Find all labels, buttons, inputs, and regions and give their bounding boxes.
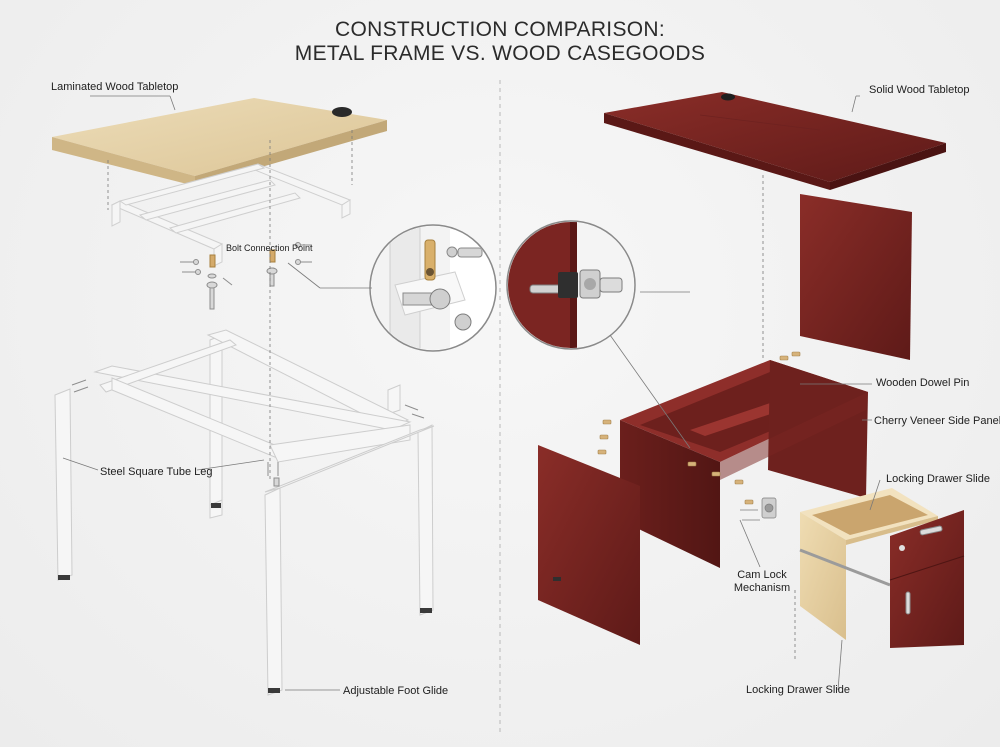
steel-leg-frame [54, 329, 435, 696]
title-line-2: METAL FRAME VS. WOOD CASEGOODS [294, 42, 706, 65]
label-side-panel: Cherry Veneer Side Panel [874, 415, 1000, 427]
laminated-tabletop-surface [52, 98, 387, 176]
label-cam-lock-line1: Cam Lock [737, 569, 787, 581]
label-steel-leg: Steel Square Tube Leg [100, 466, 213, 478]
right-leader-lines [609, 95, 881, 691]
laminated-tabletop [52, 98, 387, 186]
label-cam-lock-line2: Mechanism [733, 582, 791, 594]
cam-lock-hardware [740, 497, 777, 521]
label-bolt-connection: Bolt Connection Point [226, 243, 313, 253]
dowel-pins [597, 351, 801, 505]
top-subframe [110, 163, 352, 267]
label-drawer-slide-bottom: Locking Drawer Slide [746, 684, 850, 696]
drawer-unit [799, 488, 965, 648]
label-cam-lock: Cam Lock Mechanism [730, 569, 794, 595]
bolt-zoom-inset [369, 224, 497, 352]
solid-tabletop-surface [604, 92, 946, 182]
drawer-slide-rail [799, 548, 891, 587]
solid-wood-tabletop [604, 92, 946, 190]
label-drawer-slide-top: Locking Drawer Slide [886, 473, 990, 485]
side-door-panel [538, 445, 640, 645]
label-foot-glide: Adjustable Foot Glide [343, 685, 449, 697]
grommet-hole [332, 107, 352, 117]
label-dowel-pin: Wooden Dowel Pin [876, 377, 970, 389]
cam-lock-zoom-inset [506, 220, 636, 350]
back-panel [800, 194, 912, 360]
foot-glides [58, 503, 432, 693]
left-leader-lines [62, 95, 372, 691]
title-line-1: CONSTRUCTION COMPARISON: [335, 18, 665, 41]
leg-bolts [71, 379, 425, 487]
bolt-set-left [180, 242, 312, 310]
label-laminated-tabletop: Laminated Wood Tabletop [51, 81, 179, 93]
label-solid-tabletop: Solid Wood Tabletop [869, 84, 970, 96]
